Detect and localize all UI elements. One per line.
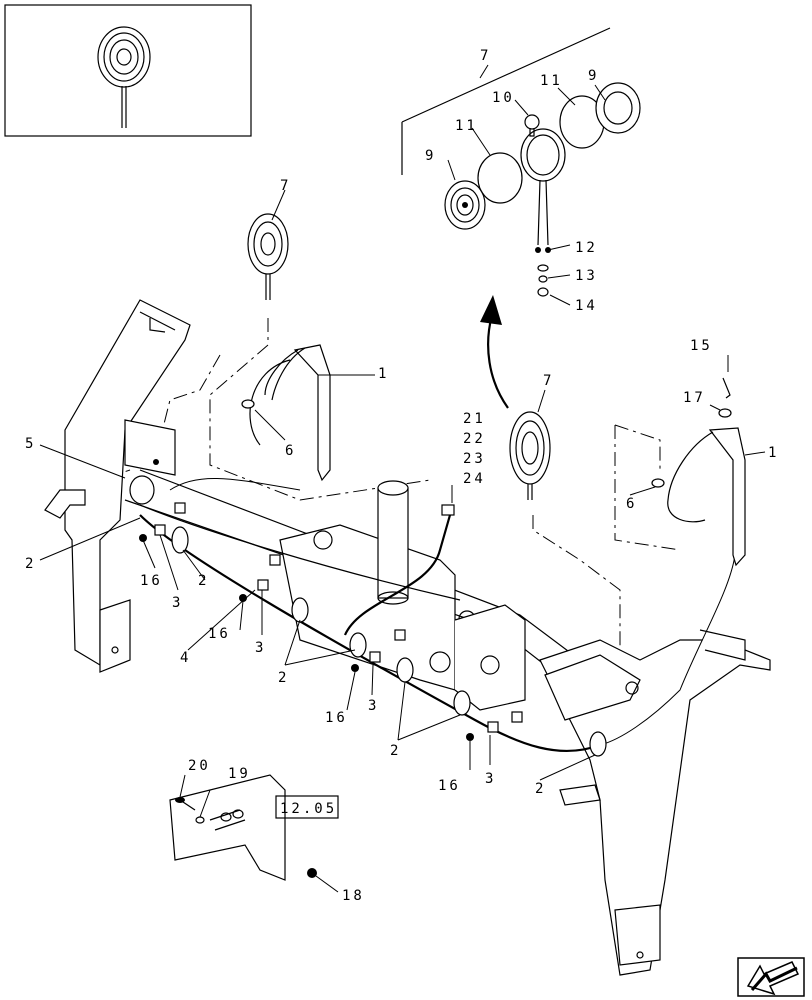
next-page-arrow-icon[interactable] <box>737 957 805 997</box>
callout-20: 20 <box>188 758 211 774</box>
harness-conduits <box>129 475 607 757</box>
callout-3-a: 3 <box>172 595 183 611</box>
reference-box: 12.05 <box>275 795 339 819</box>
callout-19: 19 <box>228 766 251 782</box>
reference-box-label: 12.05 <box>280 801 337 817</box>
callout-2-c: 2 <box>278 670 289 686</box>
callout-3-d: 3 <box>485 771 496 787</box>
lock-nuts <box>139 534 474 878</box>
callout-14: 14 <box>575 298 598 314</box>
callout-7-center: 7 <box>543 373 554 389</box>
callout-7-exploded: 7 <box>480 48 491 64</box>
work-lamp-center <box>509 411 551 500</box>
callout-15: 15 <box>690 338 713 354</box>
assembly-arrow-icon <box>480 295 509 409</box>
frame-left-upright <box>44 299 191 673</box>
callout-13: 13 <box>575 268 598 284</box>
wire-harness <box>139 477 736 753</box>
callout-2-b: 2 <box>198 573 209 589</box>
callout-11-ring-left: 11 <box>455 118 478 134</box>
callout-6-left: 6 <box>285 443 296 459</box>
callout-4: 4 <box>180 650 191 666</box>
callout-6-right: 6 <box>626 496 637 512</box>
callout-9-housing: 9 <box>425 148 436 164</box>
callout-24: 24 <box>463 471 486 487</box>
harness-clips <box>154 502 523 733</box>
callout-11-ring-right: 11 <box>540 73 563 89</box>
callout-17: 17 <box>683 390 706 406</box>
callout-9-lens: 9 <box>588 68 599 84</box>
callout-3-c: 3 <box>368 698 379 714</box>
callout-23: 23 <box>463 451 486 467</box>
callout-1-right: 1 <box>768 445 779 461</box>
callout-16-c: 16 <box>325 710 348 726</box>
assembly-centerlines <box>99 318 681 700</box>
callout-5: 5 <box>25 436 36 452</box>
callout-16-d: 16 <box>438 778 461 794</box>
callout-21: 21 <box>463 411 486 427</box>
callout-22: 22 <box>463 431 486 447</box>
callout-leaders <box>39 64 766 893</box>
lamp-bracket-left <box>124 344 331 482</box>
lamp-bracket-right <box>651 377 746 567</box>
callout-18: 18 <box>342 888 365 904</box>
callout-16-b: 16 <box>208 626 231 642</box>
main-cross-beam <box>124 469 621 760</box>
callout-2-d: 2 <box>390 743 401 759</box>
callout-2-e: 2 <box>535 781 546 797</box>
callout-3-b: 3 <box>255 640 266 656</box>
work-lamp-left <box>247 213 289 300</box>
thumbnail-inset <box>4 4 252 137</box>
callout-2-left: 2 <box>25 556 36 572</box>
callout-16-a: 16 <box>140 573 163 589</box>
lamp-exploded-view <box>401 27 641 297</box>
callout-labels: 7 7 9 11 11 10 9 12 13 14 1 6 7 15 17 1 … <box>25 48 779 904</box>
mounting-bracket-detail <box>169 774 286 881</box>
callout-10-bulb: 10 <box>492 90 515 106</box>
callout-7-lamp-left: 7 <box>280 178 291 194</box>
callout-1-left: 1 <box>378 366 389 382</box>
callout-12: 12 <box>575 240 598 256</box>
frame-right-upright <box>539 629 771 976</box>
